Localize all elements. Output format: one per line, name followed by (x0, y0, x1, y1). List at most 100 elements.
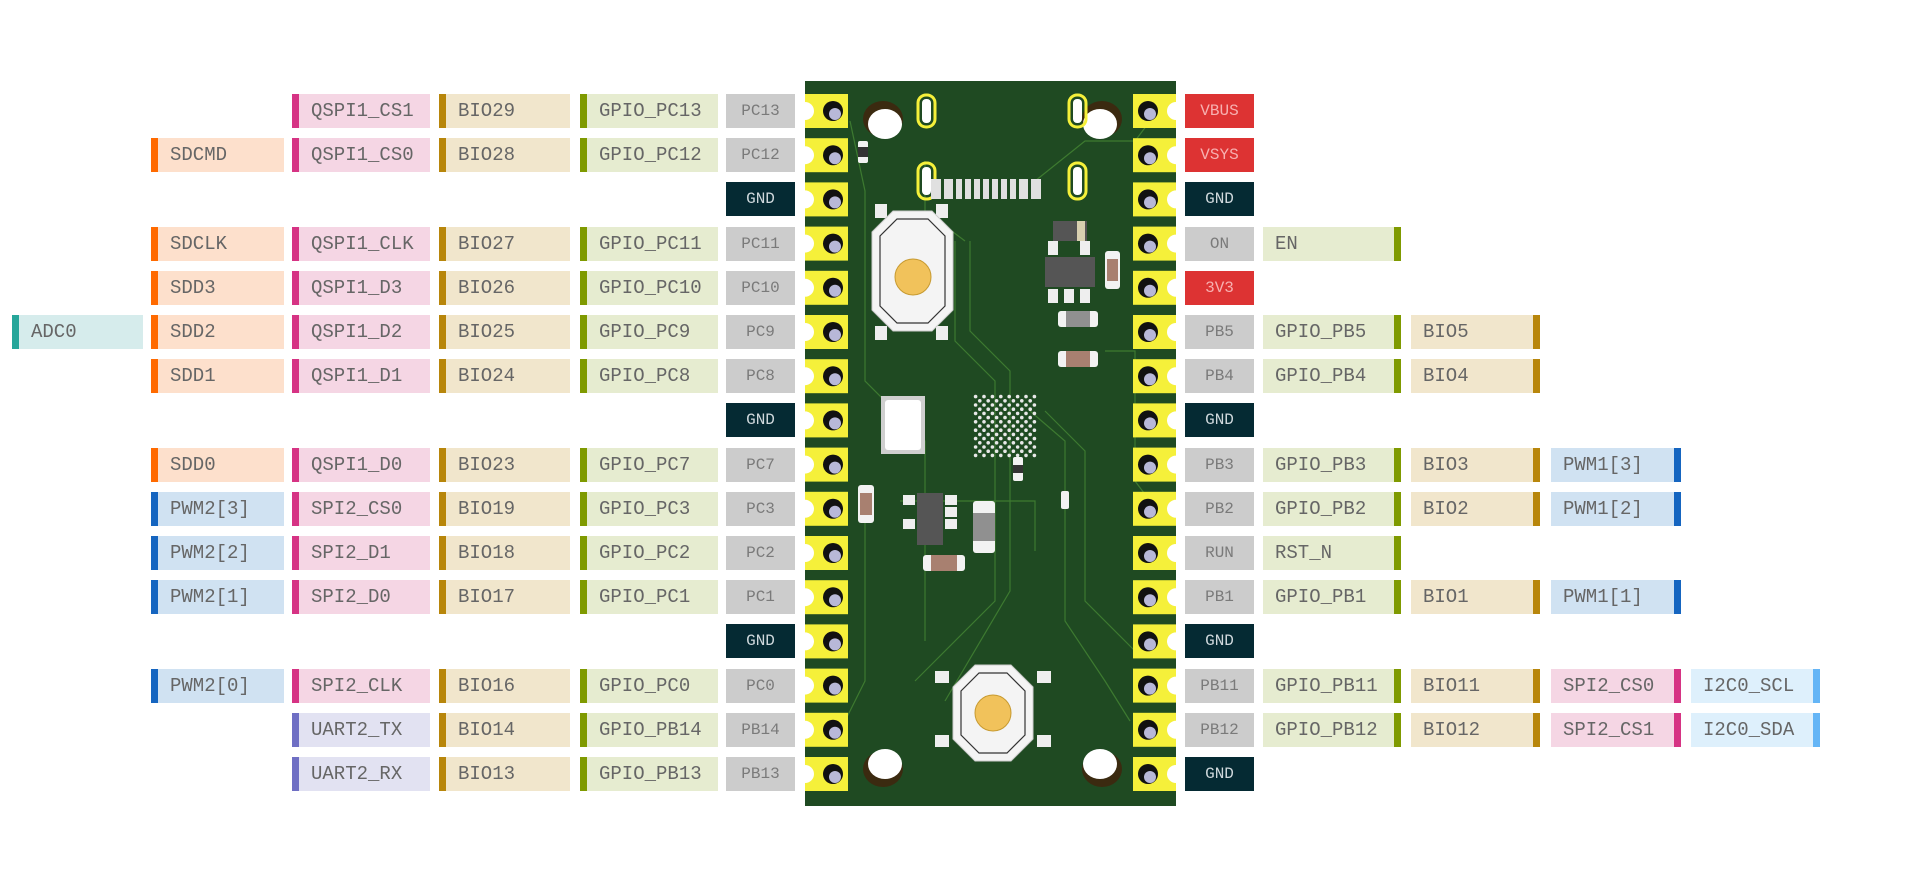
function-label-bio: BIO12 (1411, 713, 1540, 747)
function-label-gpio: GPIO_PC11 (580, 227, 718, 261)
function-label-sd: SDD0 (151, 448, 284, 482)
right-pin-vsys: VSYS (1185, 138, 1254, 172)
right-pin-gnd: GND (1185, 182, 1254, 216)
boot-button (871, 204, 954, 340)
bga-ball (1011, 399, 1016, 403)
bga-ball (994, 424, 999, 428)
left-pin-pc13: PC13 (726, 94, 795, 128)
bga-ball (1028, 441, 1032, 445)
function-label-bio: BIO3 (1411, 448, 1540, 482)
bga-ball (973, 453, 978, 458)
castellation (1167, 367, 1176, 386)
bga-ball (978, 424, 982, 428)
bga-ball (999, 411, 1003, 416)
bga-ball (1028, 399, 1032, 403)
right-pin-gnd: GND (1185, 757, 1254, 791)
bga-ball (982, 420, 986, 424)
bga-ball (1003, 424, 1007, 428)
function-label-bio: BIO18 (439, 536, 570, 570)
bga-ball (994, 449, 999, 454)
function-label-gpio: GPIO_PC2 (580, 536, 718, 570)
bga-ball (1015, 411, 1020, 416)
function-label-gpio: GPIO_PB5 (1263, 315, 1401, 349)
bga-ball (973, 420, 978, 424)
bga-ball (1015, 394, 1020, 399)
function-label-gpio: GPIO_PC8 (580, 359, 718, 393)
bga-ball (1024, 420, 1028, 424)
castellation (805, 676, 814, 695)
function-label-pwm: PWM2[2] (151, 536, 284, 570)
function-label-gpio: GPIO_PC13 (580, 94, 718, 128)
bga-ball (1015, 403, 1020, 407)
function-label-bio: BIO25 (439, 315, 570, 349)
function-label-bio: BIO4 (1411, 359, 1540, 393)
function-label-gpio: GPIO_PB3 (1263, 448, 1401, 482)
function-label-bio: BIO16 (439, 669, 570, 703)
bga-ball (1003, 441, 1007, 445)
bga-ball (986, 415, 990, 420)
function-label-adc: ADC0 (12, 315, 143, 349)
right-pin-pb1: PB1 (1185, 580, 1254, 614)
bga-ball (1032, 445, 1037, 449)
bga-ball (990, 445, 995, 449)
bga-ball (1011, 432, 1016, 437)
function-label-gpio: GPIO_PC1 (580, 580, 718, 614)
function-label-gpio: GPIO_PB1 (1263, 580, 1401, 614)
bga-ball (973, 394, 978, 399)
function-label-spi: SPI2_D0 (292, 580, 430, 614)
bga-ball (1015, 436, 1020, 441)
castellation (805, 499, 814, 518)
mcu-bga-chip (973, 394, 1037, 458)
function-label-pwm: PWM2[1] (151, 580, 284, 614)
function-label-sd: SDD3 (151, 271, 284, 305)
bga-ball (1015, 453, 1020, 458)
function-label-sd: SDCMD (151, 138, 284, 172)
bga-ball (1028, 415, 1032, 420)
bga-ball (1024, 403, 1028, 407)
function-label-gpio: GPIO_PC10 (580, 271, 718, 305)
left-pin-pc12: PC12 (726, 138, 795, 172)
left-pin-gnd: GND (726, 403, 795, 437)
right-pin-on: ON (1185, 227, 1254, 261)
castellation (805, 146, 814, 165)
bga-ball (994, 415, 999, 420)
function-label-i2c: I2C0_SDA (1691, 713, 1820, 747)
function-label-pwm: PWM1[2] (1551, 492, 1681, 526)
bga-ball (1032, 453, 1037, 458)
bga-ball (994, 407, 999, 412)
bga-ball (999, 453, 1003, 458)
castellation (1167, 102, 1176, 120)
castellation (805, 323, 814, 341)
bga-ball (1020, 432, 1024, 437)
bga-ball (973, 403, 978, 407)
function-label-bio: BIO23 (439, 448, 570, 482)
bga-ball (982, 403, 986, 407)
function-label-i2c: I2C0_SCL (1691, 669, 1820, 703)
function-label-bio: BIO14 (439, 713, 570, 747)
function-label-gpio: GPIO_PC7 (580, 448, 718, 482)
bga-ball (990, 453, 995, 458)
function-label-pwm: PWM2[3] (151, 492, 284, 526)
function-label-qspi: QSPI1_D3 (292, 271, 430, 305)
function-label-bio: BIO28 (439, 138, 570, 172)
bga-ball (1024, 436, 1028, 441)
bga-ball (990, 411, 995, 416)
function-label-spi: SPI2_CLK (292, 669, 430, 703)
bga-ball (994, 399, 999, 403)
bga-ball (986, 424, 990, 428)
function-label-bio: BIO13 (439, 757, 570, 791)
bga-ball (999, 445, 1003, 449)
bga-ball (982, 436, 986, 441)
function-label-gpio: GPIO_PC3 (580, 492, 718, 526)
castellation (1167, 323, 1176, 341)
function-label-bio: BIO17 (439, 580, 570, 614)
left-pin-pc2: PC2 (726, 536, 795, 570)
function-label-spi: SPI2_D1 (292, 536, 430, 570)
bga-ball (1032, 436, 1037, 441)
bga-ball (1007, 420, 1011, 424)
bga-ball (986, 449, 990, 454)
castellation (1167, 234, 1176, 253)
bga-ball (986, 432, 990, 437)
function-label-sd: SDD1 (151, 359, 284, 393)
right-pin-pb11: PB11 (1185, 669, 1254, 703)
